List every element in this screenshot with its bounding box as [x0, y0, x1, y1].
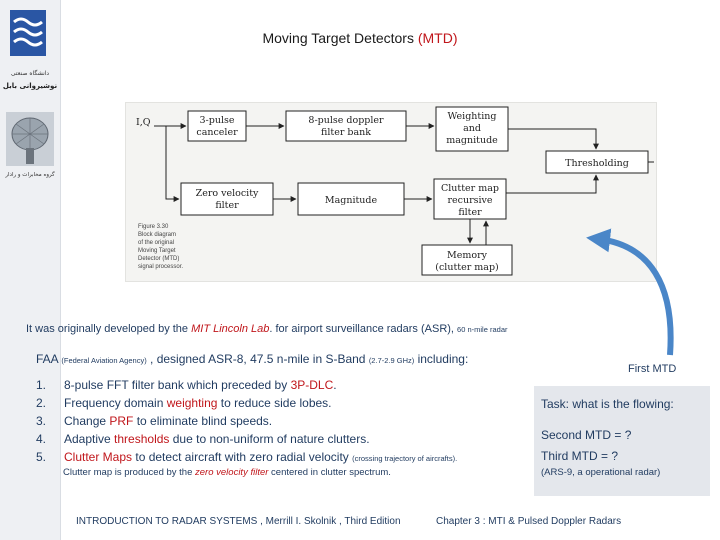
label-weighting-3: magnitude [446, 135, 498, 146]
list-highlight: weighting [166, 396, 218, 410]
list-num: 4. [36, 432, 47, 446]
faa-line: FAA (Federal Aviation Agency) , designed… [36, 352, 468, 366]
list-num: 3. [36, 414, 47, 428]
list-highlight: PRF [109, 414, 134, 428]
block-memory [421, 244, 513, 276]
task-line: Task: what is the flowing: [541, 397, 674, 411]
list-item: 3. Change PRF to eliminate blind speeds. [36, 414, 457, 432]
figure-caption-1: Figure 3.30 [138, 224, 169, 230]
third-mtd: Third MTD = ? [541, 449, 619, 463]
university-subtitle: نوشیروانی بابل [2, 82, 58, 90]
list-highlight: Clutter Maps [64, 450, 133, 464]
university-name: دانشگاه صنعتی [10, 70, 50, 77]
list-highlight: 3P-DLC [290, 378, 334, 392]
first-mtd-label: First MTD [628, 363, 677, 375]
intro-prefix: It was originally developed by the [26, 323, 192, 335]
list-text: Adaptive [64, 432, 115, 446]
task-label: Task: [541, 397, 570, 411]
title-acronym: (MTD) [417, 30, 458, 46]
label-3-pulse-1: 3-pulse [200, 115, 235, 126]
figure-caption-2: Block diagram [138, 232, 176, 238]
asr9-note: (ARS-9, a operational radar) [541, 467, 661, 478]
intro-lab: MIT Lincoln Lab [191, 323, 270, 335]
list-text-tail: to eliminate blind speeds. [133, 414, 273, 428]
list-text: 8-pulse FFT filter bank which preceded b… [64, 378, 291, 392]
list-num: 5. [36, 450, 47, 464]
list-text-tail: due to non-uniform of nature clutters. [169, 432, 370, 446]
list-item: 5. Clutter Maps to detect aircraft with z… [36, 450, 457, 468]
intro-text: It was originally developed by the MIT L… [26, 323, 508, 335]
slide-title: Moving Target Detectors (MTD) [60, 30, 660, 46]
clutter-note: Clutter map is produced by the zero velo… [63, 467, 391, 478]
figure-caption-3: of the original [138, 240, 174, 246]
faa-agency: (Federal Aviation Agency) [61, 356, 147, 365]
intro-suffix: . for airport surveillance radars (ASR), [269, 323, 458, 335]
list-text: Frequency domain [64, 396, 167, 410]
block-magnitude [297, 182, 405, 216]
intro-small: 60 n-mile radar [457, 325, 508, 334]
sidebar: دانشگاه صنعتی نوشیروانی بابل گروه مخابرا… [0, 0, 61, 540]
label-weighting-2: and [463, 123, 481, 134]
list-small: (crossing trajectory of aircrafts). [352, 454, 458, 463]
department-name: گروه مخابرات و رادار [5, 172, 55, 178]
label-zero-velocity-2: filter [215, 200, 239, 211]
block-8-pulse [285, 110, 407, 142]
title-text: Moving Target Detectors [262, 30, 414, 46]
faa-tail: including: [414, 352, 469, 366]
label-memory-2: (clutter map) [435, 262, 498, 273]
label-magnitude: Magnitude [325, 195, 378, 206]
list-item: 2. Frequency domain weighting to reduce s… [36, 396, 457, 414]
label-3-pulse-2: canceler [196, 127, 238, 138]
faa-mid: , designed ASR-8, 47.5 n-mile in S-Band [146, 352, 369, 366]
label-8-pulse-1: 8-pulse doppler [308, 115, 384, 126]
note-suffix: centered in clutter spectrum. [268, 467, 391, 478]
faa-acronym: FAA [36, 352, 59, 366]
list-item: 1. 8-pulse FFT filter bank which preceded… [36, 378, 457, 396]
label-8-pulse-2: filter bank [321, 127, 371, 138]
task-text: what is the flowing: [572, 397, 674, 411]
io-label: I,Q [136, 117, 151, 128]
label-clutter-map-1: Clutter map [441, 183, 499, 194]
list-text-tail: to detect aircraft with zero radial velo… [132, 450, 353, 464]
curved-arrow-icon [586, 228, 674, 356]
footer-chapter: Chapter 3 : MTI & Pulsed Doppler Radars [436, 516, 622, 527]
label-thresholding: Thresholding [565, 158, 629, 169]
list-text-tail: . [333, 378, 337, 392]
list-num: 2. [36, 396, 47, 410]
note-prefix: Clutter map is produced by the [63, 467, 196, 478]
list-highlight: thresholds [114, 432, 170, 446]
list-item: 4. Adaptive thresholds due to non-uniform… [36, 432, 457, 450]
mtd-block-diagram: I,Q 3-pulse canceler 8-pulse doppler fil… [125, 102, 657, 282]
list-num: 1. [36, 378, 47, 392]
radar-dish-icon [6, 112, 54, 166]
task-box: Task: what is the flowing: Second MTD = … [534, 386, 710, 496]
footer-reference: INTRODUCTION TO RADAR SYSTEMS , Merrill … [76, 516, 401, 527]
block-weighting [435, 106, 509, 152]
figure-caption-6: signal processor. [138, 264, 183, 270]
list-text-tail: to reduce side lobes. [217, 396, 332, 410]
second-mtd: Second MTD = ? [541, 428, 632, 442]
label-clutter-map-3: filter [458, 207, 482, 218]
figure-caption-5: Detector (MTD) [138, 256, 179, 262]
label-clutter-map-2: recursive [447, 195, 492, 206]
label-memory-1: Memory [447, 250, 488, 261]
list-text: Change [64, 414, 110, 428]
label-weighting-1: Weighting [448, 111, 497, 122]
block-zero-velocity [180, 182, 274, 216]
faa-band: (2.7-2.9 GHz) [368, 356, 415, 365]
label-zero-velocity-1: Zero velocity [196, 188, 259, 199]
figure-caption-4: Moving Target [138, 248, 176, 254]
note-italic: zero velocity filter [195, 467, 269, 478]
feature-list: 1. 8-pulse FFT filter bank which preceded… [36, 378, 457, 468]
university-logo-icon [10, 10, 46, 56]
